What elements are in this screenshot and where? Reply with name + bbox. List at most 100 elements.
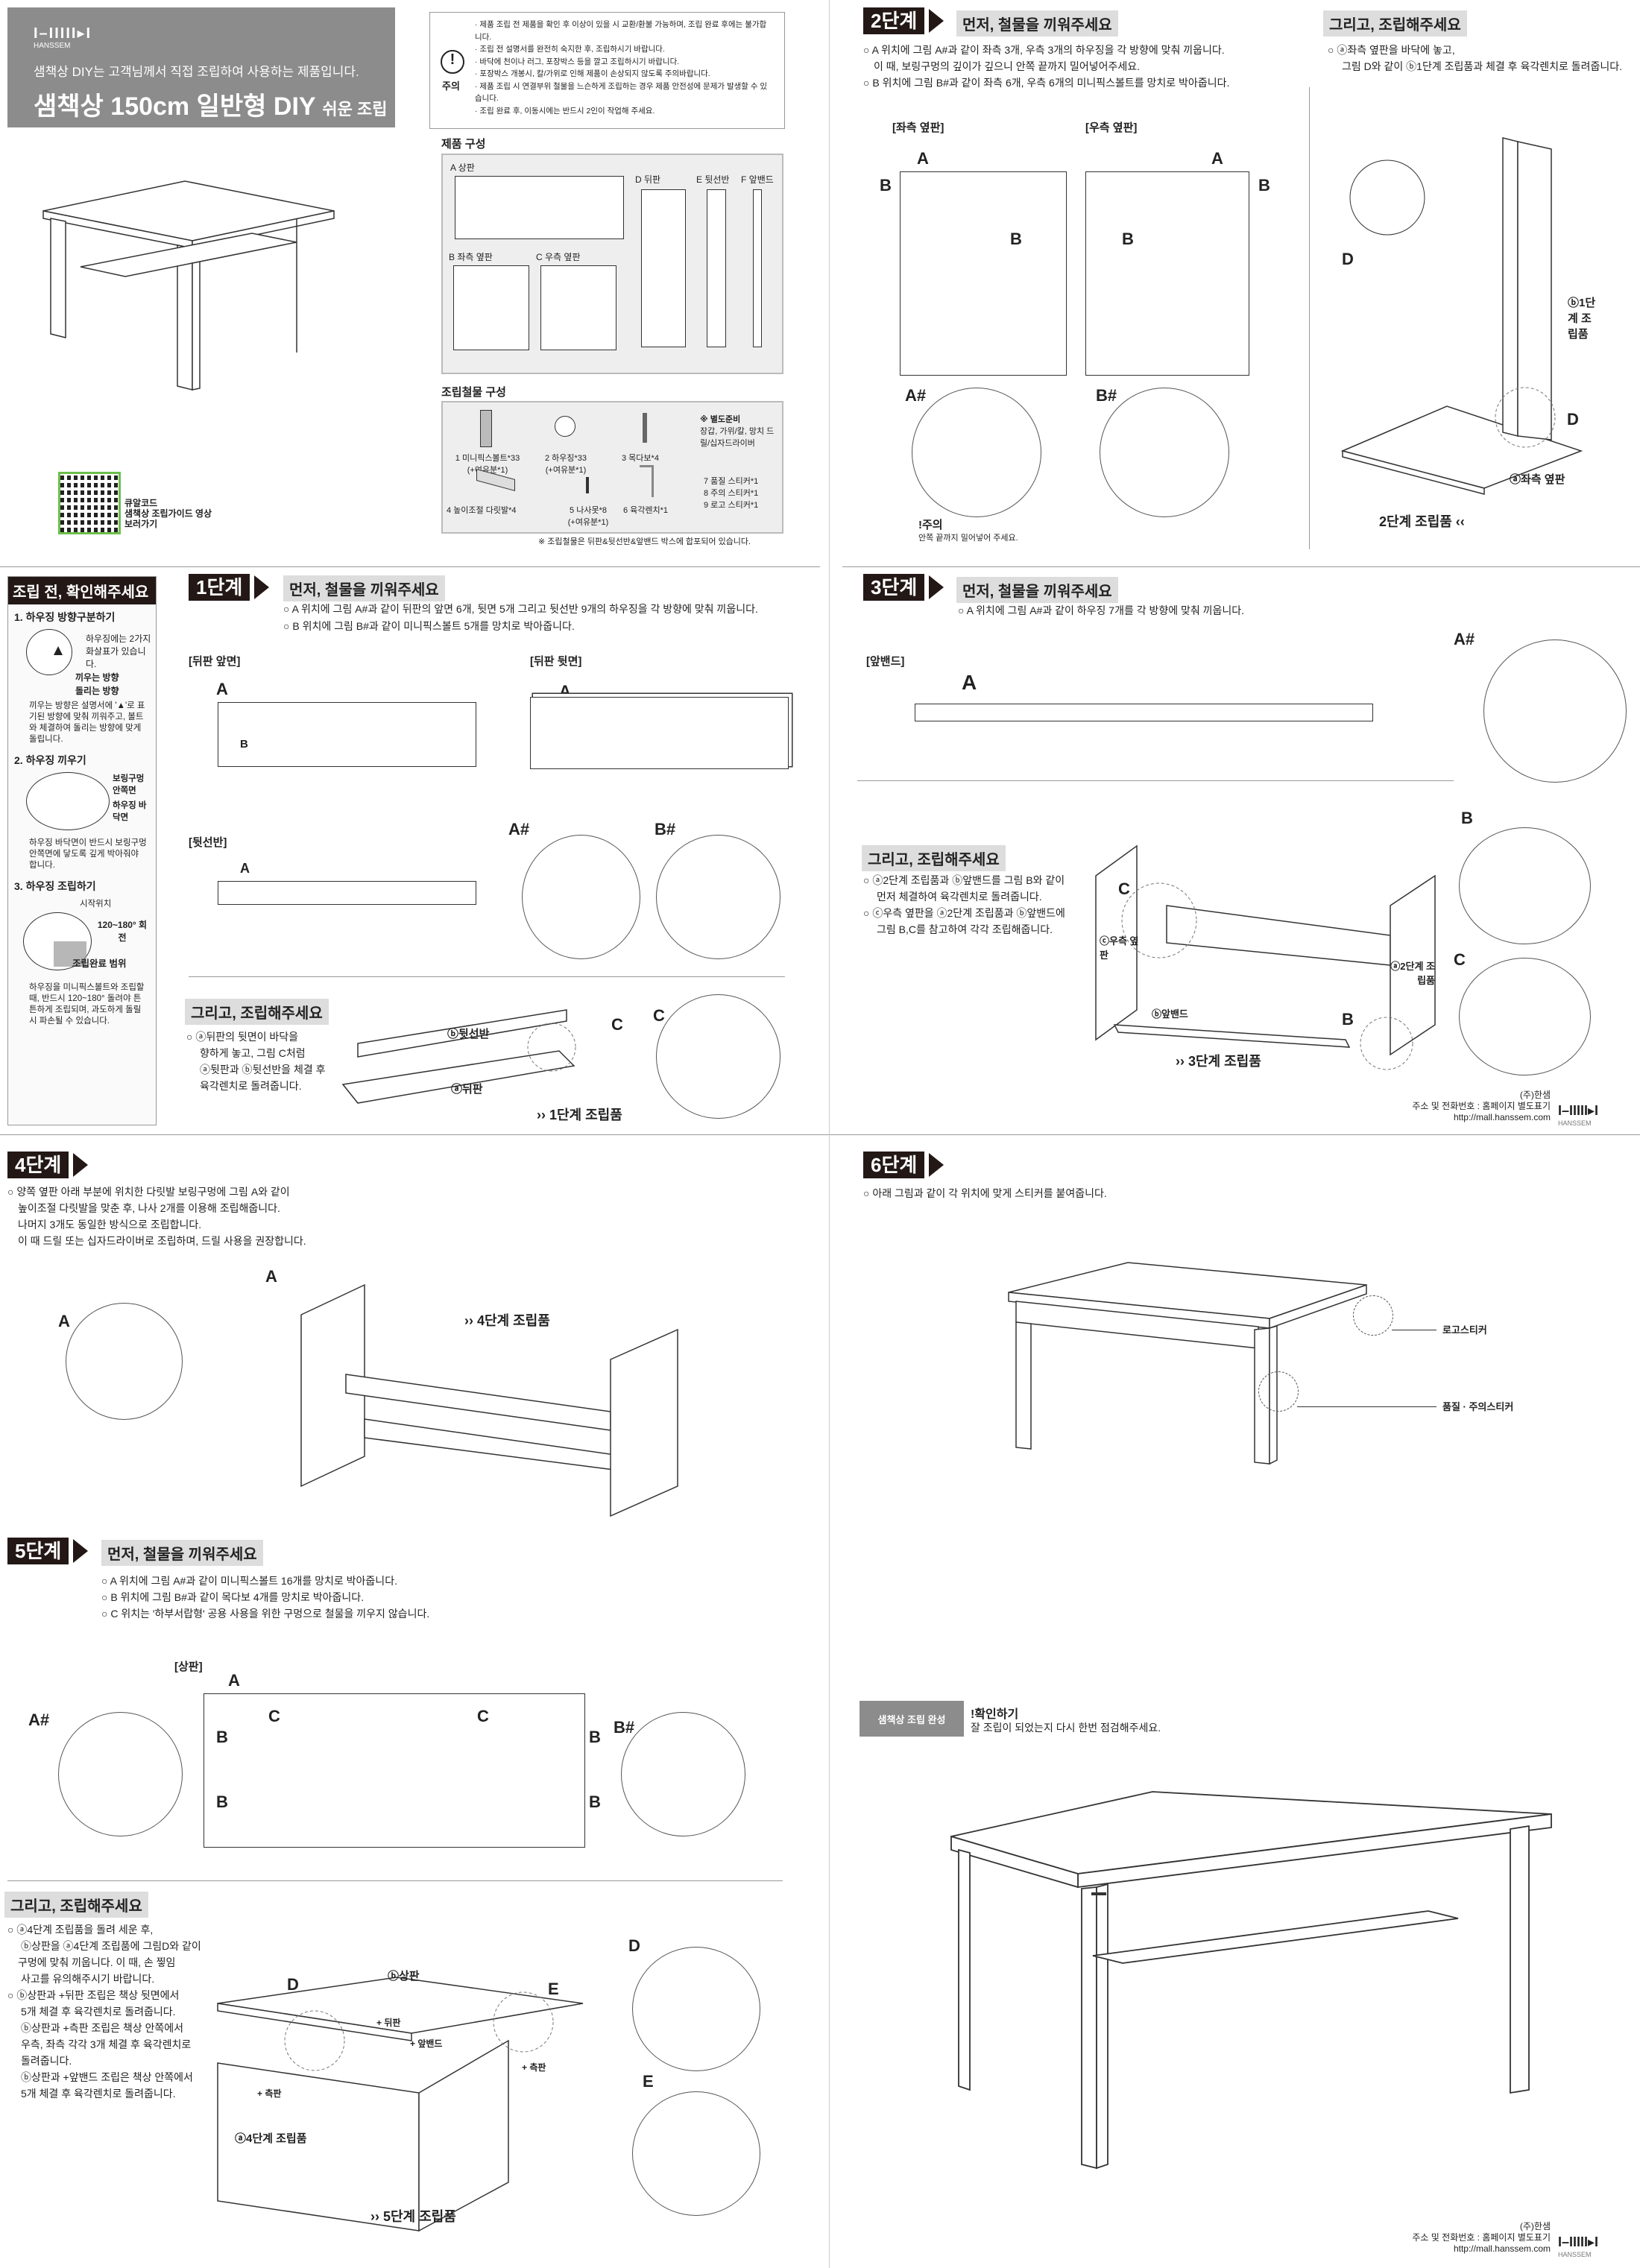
section-title: 3. 하우징 조립하기 [14,880,96,892]
step6-bullet: ○ 아래 그림과 같이 각 위치에 맞게 스티커를 붙여줍니다. [863,1187,1107,1199]
caution-item: · 조립 전 설명서를 완전히 숙지한 후, 조립하시기 바랍니다. [475,45,665,54]
step5-tag: 5단계 [7,1538,89,1564]
triangle-icon [54,646,63,655]
step2-bullet: 이 때, 보링구멍의 깊이가 깊으니 안쪽 끝까지 밀어넣어주세요. [874,60,1141,72]
play-arrow-icon [254,575,270,599]
marker-a: A [240,861,250,876]
step1-tag: 1단계 [189,574,270,601]
detail-a-label: A# [508,820,530,838]
company-footer: (주)한샘 주소 및 전화번호 : 홈페이지 별도표기 http://mall.… [1401,1090,1551,1123]
detail-a-label: A [58,1312,70,1330]
detail-b-label: B# [655,820,676,838]
step-label: 5단계 [7,1538,69,1564]
marker-b: B [216,1728,228,1746]
step5-bullet: ○ A 위치에 그림 A#과 같이 미니픽스볼트 16개를 망치로 박아줍니다. [101,1575,397,1587]
step1-bullet: ○ A 위치에 그림 A#과 같이 뒤판의 앞면 6개, 뒷면 5개 그리고 뒷… [283,603,758,615]
line: ⓑ상판과 +측판 조립은 책상 안쪽에서 [21,2022,184,2034]
finished-desk-drawing [950,1791,1552,2170]
part-b-label: ⓑ1단계 조립품 [1568,297,1596,341]
caution-box: ! 주의 · 제품 조립 전 제품을 확인 후 이상이 있을 시 교환/환불 가… [429,12,785,129]
qr-code[interactable] [58,472,121,534]
step5-then-subtitle: 그리고, 조립해주세요 [4,1892,148,1918]
step2-tag: 2단계 [863,7,944,34]
brand-name: HANSSEM [1558,1119,1592,1127]
company-url[interactable]: http://mall.hanssem.com [1453,1112,1551,1122]
pre-check-title: 조립 전, 확인해주세요 [8,577,156,604]
part-back-label: + 뒤판 [376,2018,401,2028]
line: 우측, 좌측 각각 3개 체결 후 육각렌치로 [21,2038,192,2050]
step2-assembly-drawing [1340,137,1583,495]
line: 향하게 놓고, 그림 C처럼 [200,1047,306,1059]
step3-assembly-drawing [1095,844,1436,1070]
detail-b-circle [1459,827,1591,944]
line: 돌려줍니다. [21,2055,72,2067]
detail-a-label: A# [28,1711,50,1729]
top-board-drawing [204,1693,585,1848]
step4-bullet: ○ 양쪽 옆판 아래 부분에 위치한 다릿발 보링구멍에 그림 A와 같이 [7,1186,290,1198]
marker-b: B [1342,1010,1354,1029]
page-title: 샘책상 150cm 일반형 DIY 쉬운 조립방법 [34,86,395,151]
caution-item: · 바닥에 천이나 러그, 포장박스 등을 깔고 조립하시기 바랍니다. [475,57,680,66]
step2-then-bullet: ○ ⓐ좌측 옆판을 바닥에 놓고, [1328,44,1455,56]
company-name: (주)한샘 [1519,1090,1551,1100]
detail-b-label: B [1461,809,1473,827]
detail-c-circle [1459,958,1591,1075]
insert-direction-label: 끼우는 방향 [75,672,119,683]
divider [7,1880,783,1881]
leader-line [1297,1406,1436,1407]
marker-b: B [240,738,248,751]
line: ⓐ뒷판과 ⓑ뒷선반을 체결 후 [200,1064,326,1075]
left-side-drawing [900,171,1067,376]
marker-a: A [962,671,977,694]
divider [857,780,1454,781]
line: 그림 B,C를 참고하여 각각 조립해줍니다. [877,923,1053,935]
marker-a: A [216,680,228,698]
step3-then-subtitle: 그리고, 조립해주세요 [862,845,1006,871]
line: ○ ⓐ2단계 조립품과 ⓑ앞밴드를 그림 B와 같이 [863,874,1065,886]
part-a-label: A 상판 [450,162,475,173]
part-b-label: B 좌측 옆판 [449,252,493,262]
company-url[interactable]: http://mall.hanssem.com [1453,2243,1551,2254]
hardware-box: 1 미니픽스볼트*33(+여유분*1) 2 하우징*33(+여유분*1) 3 목… [441,401,783,534]
step4-bullet: 나머지 3개도 동일한 방식으로 조립합니다. [18,1219,202,1231]
line: 5개 체결 후 육각렌치로 돌려줍니다. [21,2006,176,2018]
title-main: 샘책상 150cm 일반형 DIY [34,92,315,121]
line: ○ ⓐ4단계 조립품을 돌려 세운 후, [7,1924,154,1936]
logo-sticker-label: 로고스티커 [1442,1324,1487,1336]
marker-b: B [589,1792,601,1811]
marker-a: A [265,1267,277,1286]
company-contact: 주소 및 전화번호 : 홈페이지 별도표기 [1412,2232,1551,2243]
step2-then-bullet: 그림 D와 같이 ⓑ1단계 조립품과 체결 후 육각렌치로 돌려줍니다. [1342,60,1623,72]
detail-a-circle [522,835,640,959]
back-front-label: [뒤판 앞면] [189,655,241,668]
part-e-rear-shelf [707,189,726,347]
band-label: [앞밴드] [866,655,905,668]
housing-icon [555,416,575,437]
line: ○ ⓐ뒤판의 뒷면이 바닥을 [186,1031,299,1043]
caution-item: · 제품 조립 시 연결부위 철물을 느슨하게 조립하는 경우 제품 안전성에 … [475,81,768,104]
step2-bullet: ○ B 위치에 그림 B#과 같이 좌측 6개, 우측 6개의 미니픽스볼트를 … [863,77,1230,89]
detail-a-label: A# [1454,630,1475,648]
left-side-label: [좌측 옆판] [892,121,944,134]
marker-a: A [917,149,929,168]
step1-then-text: ○ ⓐ뒤판의 뒷면이 바닥을 향하게 놓고, 그림 C처럼 ⓐ뒷판과 ⓑ뒷선반을… [186,1029,325,1094]
rotate-label: 120~180° 회전 [97,920,148,943]
desk-illustration [42,180,335,391]
divider [829,0,830,2268]
step5-assembly-drawing [217,1977,584,2232]
marker-b: B [1122,230,1134,248]
step-label: 2단계 [863,7,925,34]
sticker-item: 8 주의 스티커*1 [704,489,759,498]
line: ⓑ상판을 ⓐ4단계 조립품에 그림D와 같이 [21,1940,201,1952]
back-board-rear-drawing [530,697,789,769]
step3-subtitle: 먼저, 철물을 끼워주세요 [956,577,1118,603]
marker-d: D [1342,250,1354,268]
housing-insert-illustration [26,772,110,830]
divider [842,566,1640,567]
marker-b: B [1010,230,1022,248]
caution-item: · 포장박스 개봉시, 칼/가위로 인해 제품이 손상되지 않도록 주의바랍니다… [475,69,710,78]
hex-wrench-icon [640,465,654,497]
banner-subtitle: 샘책상 DIY는 고객님께서 직접 조립하여 사용하는 제품입니다. [34,65,359,79]
section-title: 2. 하우징 끼우기 [14,754,86,766]
step1-result: ›› 1단계 조립품 [537,1108,622,1122]
